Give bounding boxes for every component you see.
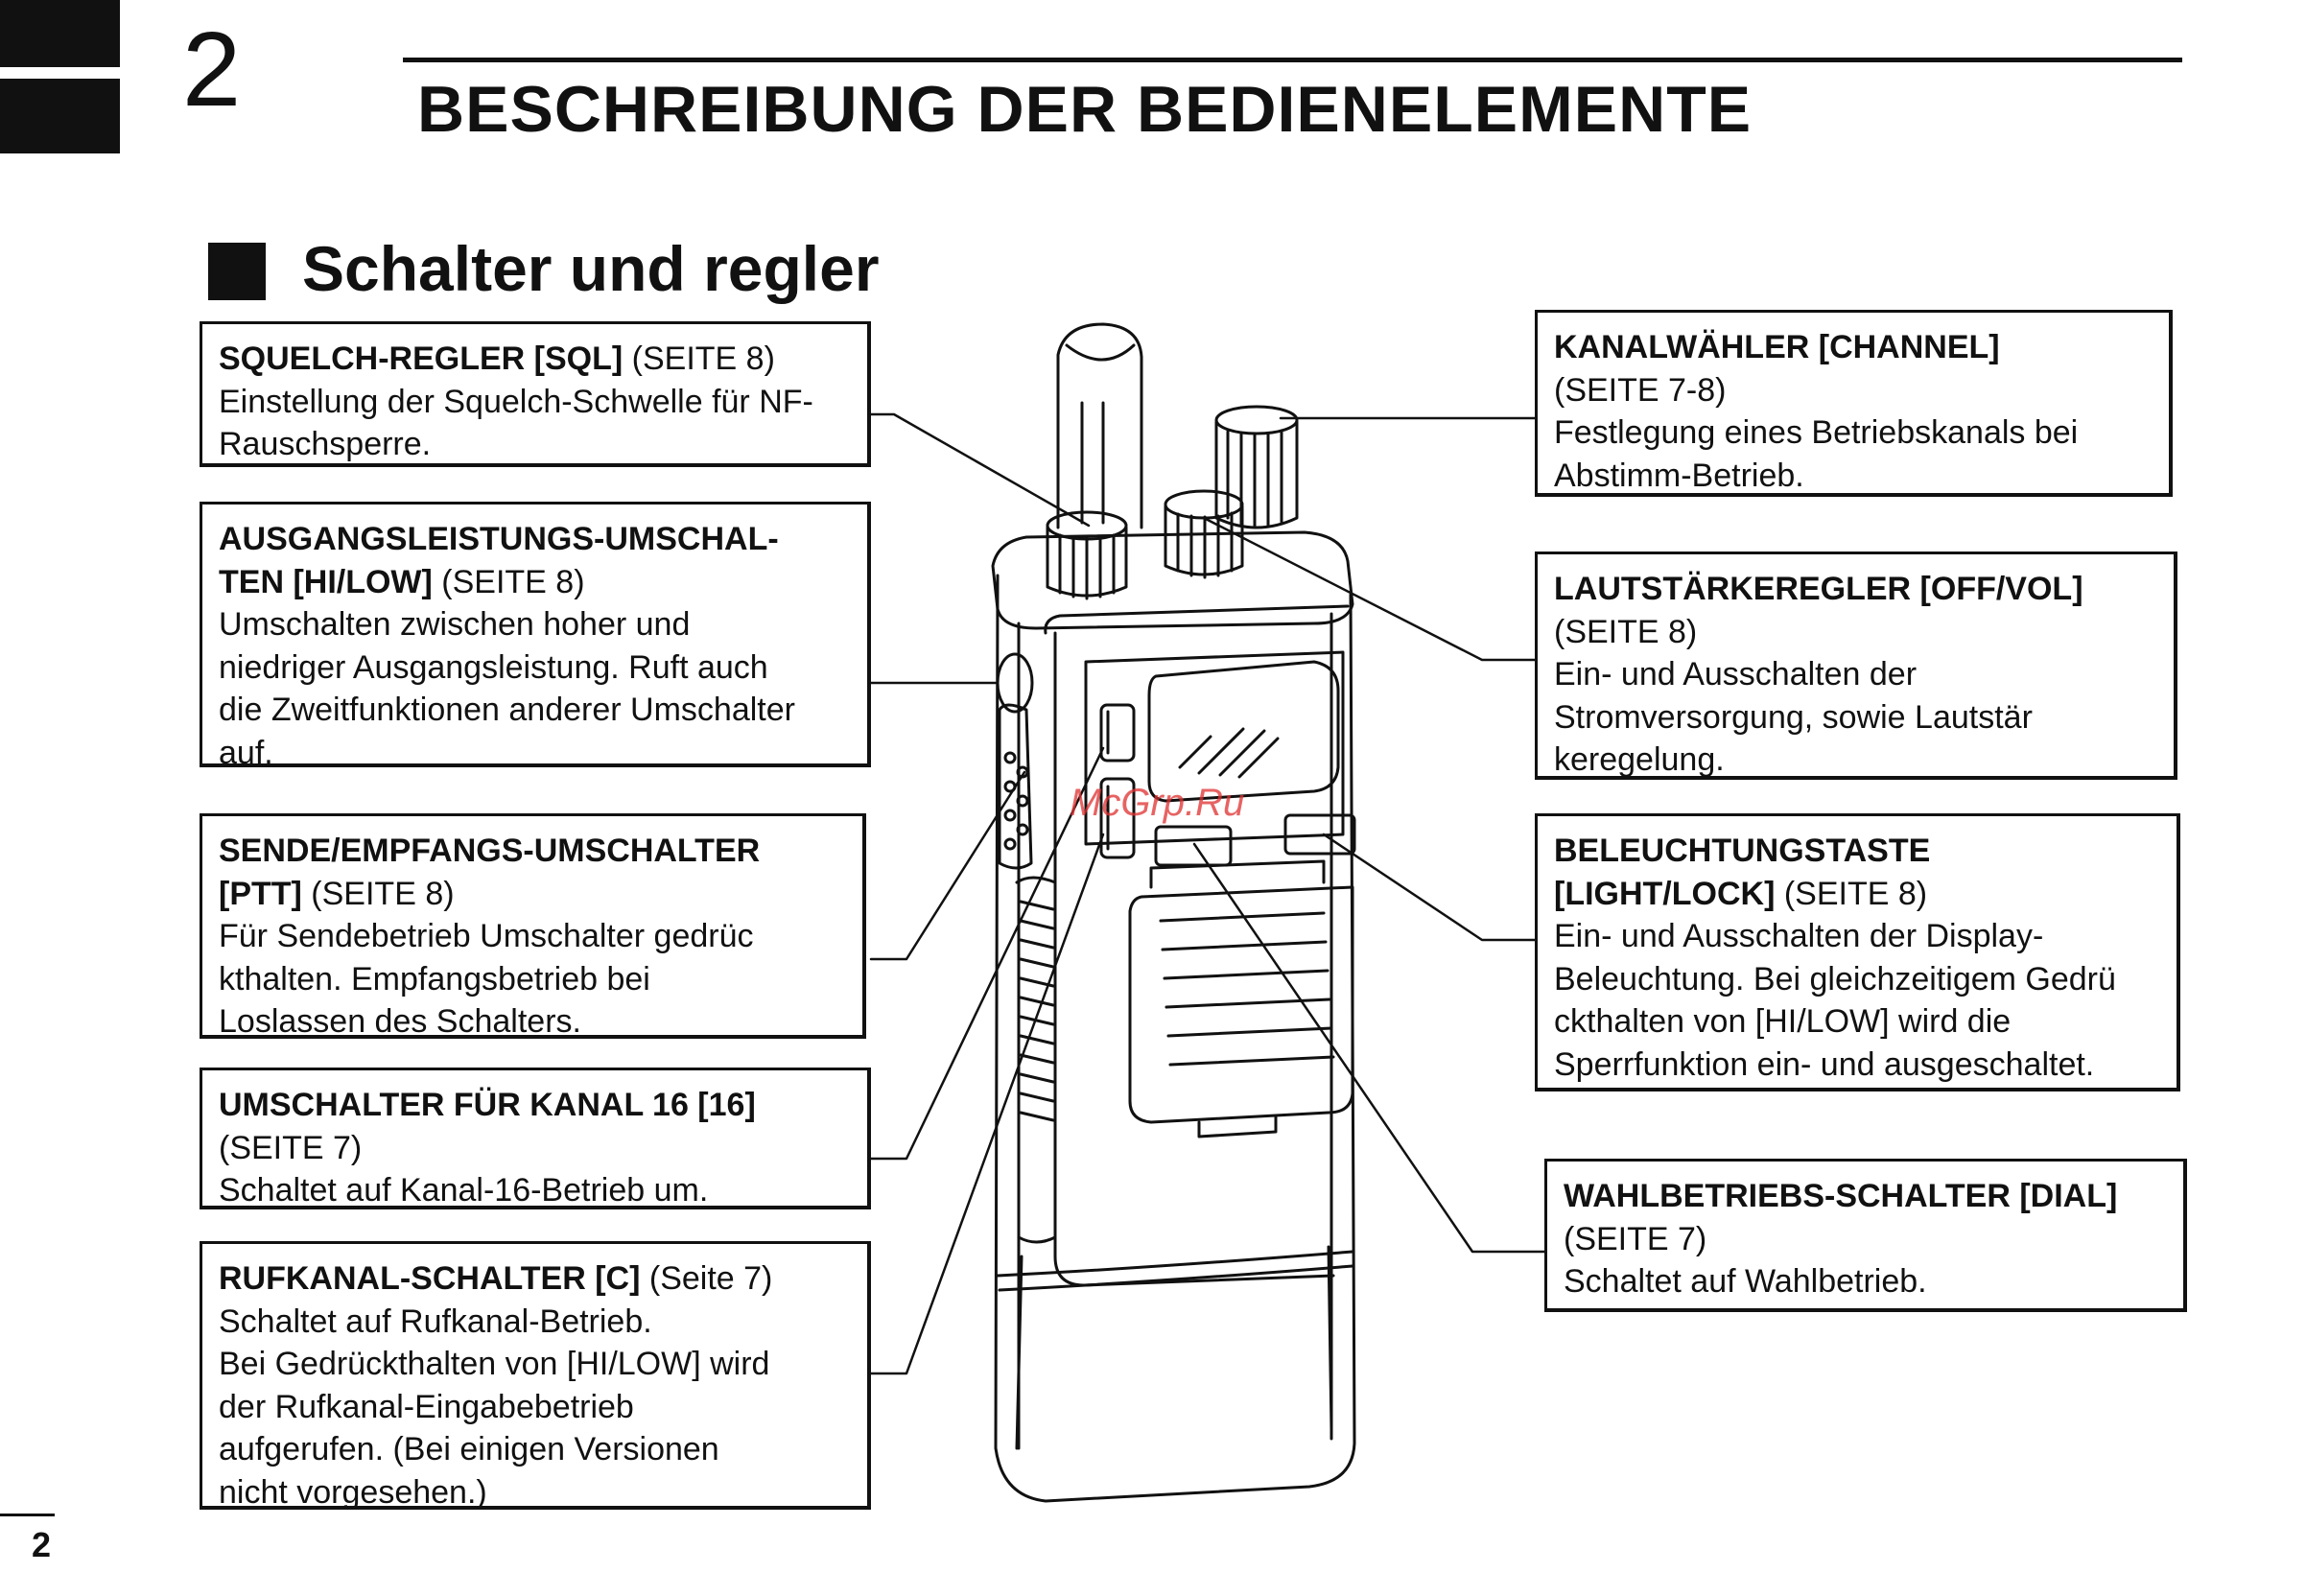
page-tab-mark-top [0,0,120,67]
callout-text: Einstellung der Squelch-Schwelle für NF- [219,383,813,420]
callout-text: der Rufkanal-Eingabebetrieb [219,1388,634,1425]
ch16-button-drawing [1099,703,1136,763]
callout-text: Loslassen des Schalters. [219,1003,581,1040]
callout-text: (SEITE 7) [219,1129,363,1166]
leader-sql [869,412,1091,528]
callout-text: auf. [219,734,273,771]
leader-vol [1202,516,1537,662]
section-title: Schalter und regler [302,233,880,304]
section-bullet-square [208,243,266,300]
page-number: 2 [32,1525,52,1564]
call-button-drawing [1099,777,1136,859]
light-button-drawing [1283,813,1356,856]
callout-text: Ein- und Ausschalten der Display- [1554,918,2044,954]
callout-heading: LAUTSTÄRKEREGLER [OFF/VOL] [1554,571,2083,607]
page-reference: (SEITE 8) [301,875,455,912]
callout-text: nicht vorgesehen.) [219,1473,487,1511]
callout-text: (SEITE 7-8) [1554,371,1727,409]
callout-heading: SQUELCH-REGLER [SQL] [219,340,624,377]
callout-text: Beleuchtung. Bei gleichzeitigem Gedrü [1554,960,2116,998]
callout-ptt-switch: SENDE/EMPFANGS-UMSCHALTER [PTT] (SEITE 8… [200,813,866,1040]
squelch-knob-drawing [1046,510,1128,600]
callout-text: Für Sendebetrieb Umschalter gedrüc [219,918,754,954]
watermark: McGrp.Ru [1070,782,1245,824]
callout-channel-selector: KANALWÄHLER [CHANNEL] (SEITE 7-8) Festle… [1535,310,2173,497]
antenna-drawing [1056,322,1143,529]
page-tab-mark-bottom [0,79,120,153]
callout-heading: KANALWÄHLER [CHANNEL] [1554,329,2000,365]
callout-text: aufgerufen. (Bei einigen Versionen [219,1431,719,1467]
title-rule [403,58,2182,62]
callout-heading: SENDE/EMPFANGS-UMSCHALTER [219,833,761,869]
leader-lines [869,412,1546,1375]
battery-pack-drawing [996,1250,1354,1292]
callout-text: Ein- und Ausschalten der [1554,656,1918,692]
page-number-rule [0,1514,55,1516]
callout-heading: AUSGANGSLEISTUNGS-UMSCHAL- [219,521,779,557]
callout-text: Rauschsperre. [219,426,432,462]
callout-text: (SEITE 8) [1554,613,1698,650]
callout-light-lock-button: BELEUCHTUNGSTASTE [LIGHT/LOCK] (SEITE 8)… [1535,813,2180,1091]
callout-text: Umschalten zwischen hoher und [219,606,691,643]
callout-heading: BELEUCHTUNGSTASTE [1554,833,1931,869]
leader-ch16 [869,746,1105,1161]
callout-heading: [PTT] [219,875,302,912]
callout-text: keregelung. [1554,741,1725,778]
leader-ptt [869,770,1026,961]
callout-text: Festlegung eines Betriebskanals bei [1554,414,2079,451]
callout-text: Schaltet auf Wahlbetrieb. [1564,1263,1927,1300]
speaker-grille-drawing [1128,859,1354,1138]
callout-channel16-switch: UMSCHALTER FÜR KANAL 16 [16] (SEITE 7) S… [200,1068,871,1209]
callout-dial-switch: WAHLBETRIEBS-SCHALTER [DIAL] (SEITE 7) S… [1544,1159,2187,1312]
callout-text: Abstimm-Betrieb. [1554,457,1804,494]
chapter-number: 2 [182,11,242,129]
callout-heading: [LIGHT/LOCK] [1554,875,1776,912]
callout-text: Stromversorgung, sowie Lautstär [1554,698,2033,736]
radio-top-drawing [991,530,1354,630]
front-panel-drawing [1044,604,1350,635]
callout-text: Schaltet auf Kanal-16-Betrieb um. [219,1172,709,1209]
page-reference: (Seite 7) [640,1260,773,1297]
leader-call [869,833,1105,1375]
callout-text: (SEITE 7) [1564,1220,1707,1257]
callout-text: kthalten. Empfangsbetrieb bei [219,960,650,998]
leader-light [1322,833,1537,942]
channel-knob-drawing [1214,405,1299,529]
dial-button-drawing [1154,825,1233,867]
callout-heading: TEN [HI/LOW] [219,563,433,600]
callout-squelch-control: SQUELCH-REGLER [SQL] (SEITE 8) Einstellu… [200,321,871,467]
callout-text: Schaltet auf Rufkanal-Betrieb. [219,1303,652,1340]
callout-text: Sperrfunktion ein- und ausgeschaltet. [1554,1045,2095,1083]
hilow-button-drawing [996,652,1034,714]
leader-dial [1192,842,1546,1254]
page-reference: (SEITE 8) [623,340,775,377]
page-reference: (SEITE 8) [1775,875,1928,912]
radio-body-outline [994,574,1356,1503]
callout-heading: UMSCHALTER FÜR KANAL 16 [16] [219,1087,756,1123]
side-grip-drawing [1015,876,1057,1244]
callout-text: ckthalten von [HI/LOW] wird die [1554,1003,2012,1040]
chapter-title: BESCHREIBUNG DER BEDIENELEMENTE [417,73,1753,146]
callout-text: Bei Gedrückthalten von [HI/LOW] wird [219,1346,770,1382]
page-reference: (SEITE 8) [432,563,585,600]
callout-heading: WAHLBETRIEBS-SCHALTER [DIAL] [1564,1178,2118,1214]
callout-power-switch: AUSGANGSLEISTUNGS-UMSCHAL- TEN [HI/LOW] … [200,502,871,771]
callout-call-channel-switch: RUFKANAL-SCHALTER [C] (Seite 7) Schaltet… [200,1241,871,1511]
callout-text: niedriger Ausgangsleistung. Ruft auch [219,648,768,686]
callout-heading: RUFKANAL-SCHALTER [C] [219,1260,641,1297]
callout-text: die Zweitfunktionen anderer Umschalter [219,692,795,728]
callout-volume-control: LAUTSTÄRKEREGLER [OFF/VOL] (SEITE 8) Ein… [1535,552,2177,780]
